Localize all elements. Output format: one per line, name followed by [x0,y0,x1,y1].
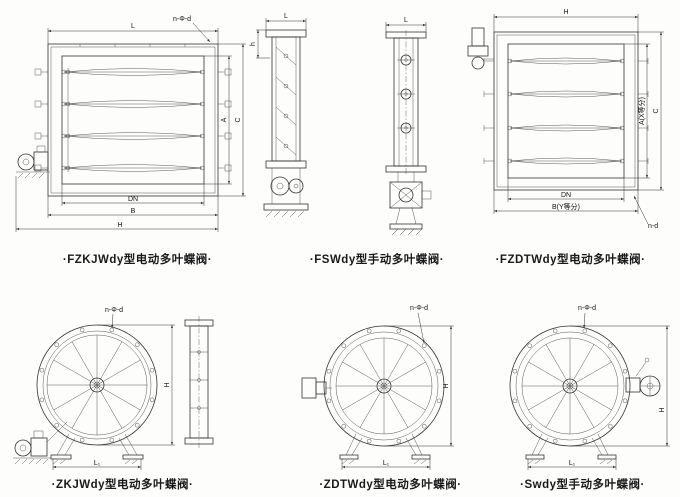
dimension-H-top: H [493,9,639,32]
dim-label-DN: DN [561,192,571,199]
actuator-box [389,172,432,209]
support-legs [50,433,144,465]
dim-label-BY: B(Y等分) [552,202,580,211]
fswdy-side-drawing: L h [250,13,309,218]
dim-label-H: H [443,383,450,388]
louver-blades [61,68,205,172]
dimension-DN-bottom: DN [507,178,625,202]
dim-label-B: B [131,208,136,215]
dim-label-L: L [404,17,408,24]
valve-frame [493,31,639,191]
hole-callout: n-Φ-d [578,305,596,329]
flange-bolts [512,328,628,444]
dimension-H-right: H [570,325,670,447]
blade-edges [275,46,297,156]
valve-frame [47,43,219,197]
dim-label-n-phi-d: n-Φ-d [410,305,428,312]
zdtwdy-round-drawing: n-Φ-d H L₁ [301,305,454,470]
flange-bolts [326,328,442,444]
motor-actuator [301,377,332,399]
hole-callout: n-d [633,195,658,230]
dim-label-H: H [659,407,666,412]
motor-actuator [13,421,68,465]
swdy-round-drawing: n-Φ-d H L₁ [509,305,670,470]
dim-label-C: C [235,117,242,122]
dimension-DN-bottom: DN [61,184,205,206]
dim-label-C: C [653,108,660,113]
fzdtwdy-front-drawing: H A(X等分) [467,9,664,230]
caption-zkjwdy: ·ZKJWdy型电动多叶蝶阀· [51,479,194,491]
dimension-L-top: L [265,13,307,30]
dimension-C-right: C [638,31,664,191]
dim-label-L: L [131,23,135,30]
dim-label-L1: L₁ [383,460,390,467]
dim-label-h: h [250,42,257,46]
flange-bolts [39,327,155,443]
dim-label-H: H [164,382,171,387]
duct-body [385,30,427,174]
dimension-L-top: L [385,17,427,32]
zkjwdy-round-drawing: n-Φ-d H [13,307,214,470]
spokes [336,338,432,434]
hole-callout: n-Φ-d [105,307,123,329]
caption-fzdtwdy: ·FZDTWdy型电动多叶蝶阀· [495,254,646,266]
dimension-BY-bottom: B(Y等分) [493,190,639,214]
spokes [47,335,147,435]
motor-actuator [16,145,50,179]
dim-label-n-phi-d: n-Φ-d [578,305,596,312]
motor-actuator [467,27,494,70]
spokes [522,338,618,434]
dimension-L1-bottom: L₁ [52,459,142,470]
dim-label-AX: A(X等分) [637,97,646,125]
dim-label-DN: DN [128,196,138,203]
side-bolts [34,68,232,172]
dim-label-H: H [117,222,122,229]
dim-label-L: L [284,13,288,20]
dimension-h-left: h [250,29,270,59]
dim-label-n-phi-d: n-Φ-d [105,307,123,314]
support-legs [339,433,431,465]
dimension-H-bottom: H [15,176,219,232]
hole-callout: n-Φ-d [410,305,428,344]
caption-zdtwdy: ·ZDTWdy型电动多叶蝶阀· [319,479,462,491]
handwheel-gearbox [625,357,661,397]
dimension-C-right: C [218,43,246,197]
dim-label-L1: L₁ [94,460,101,467]
caption-fzkjwdy: ·FZKJWdy型电动多叶蝶阀· [62,254,213,266]
dim-label-A: A [221,117,228,122]
dim-label-L1: L₁ [569,460,576,467]
caption-fswdy: ·FSWdy型手动多叶蝶阀· [309,254,445,266]
dimension-L1-bottom: L₁ [341,459,431,470]
handwheel-gears [263,168,309,218]
dimension-H-right: H [384,325,454,447]
hole-callout: n-Φ-d [173,16,211,43]
side-bolts [483,58,649,164]
dimension-L-top: L [47,23,219,44]
caption-swdy: ·Swdy型手动多叶蝶阀· [520,479,645,491]
support-legs [525,433,617,465]
fzdtwdy-side-drawing: L [385,17,432,236]
side-section [184,316,214,448]
dimension-B-bottom: B [47,196,219,218]
dimension-H-right: H [97,324,175,446]
dimension-A-right: A [204,55,232,185]
pivot-pins [397,54,415,134]
dim-label-n-phi-d: n-Φ-d [173,16,191,23]
louver-blades [507,57,625,165]
dimension-AX-right: A(X等分) [624,43,650,179]
dim-label-n-d: n-d [648,223,658,230]
duct-body [265,29,307,169]
dim-label-H: H [563,9,568,16]
dimension-L1-bottom: L₁ [527,459,617,470]
fzkjwdy-front-drawing: L n-Φ-d A C DN B H [15,16,246,232]
base-stand [389,207,423,236]
